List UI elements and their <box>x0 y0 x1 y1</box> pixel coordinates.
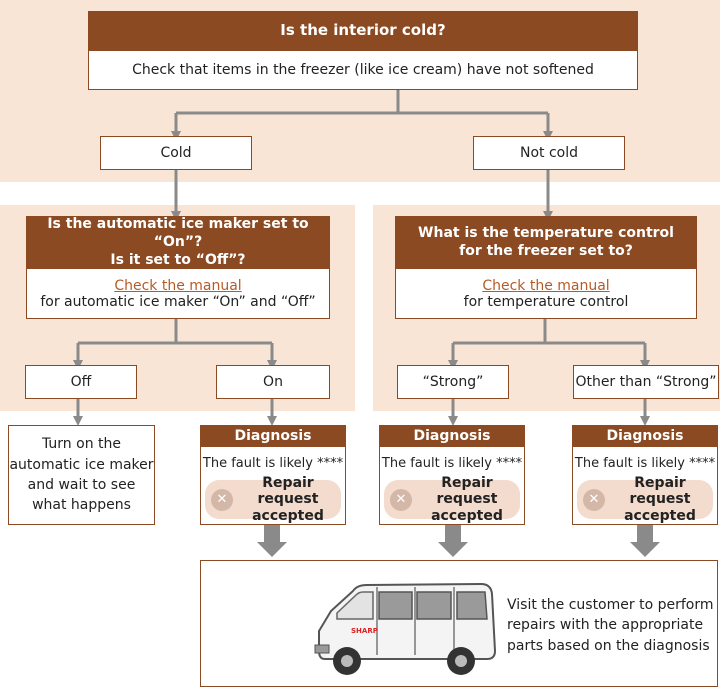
ice-maker-note: Check the manual for automatic ice maker… <box>26 268 330 319</box>
repair-line2: accepted <box>624 507 696 524</box>
diagnosis-card-strong: Diagnosis The fault is likely **** ✕ Rep… <box>379 425 525 525</box>
ice-maker-note-text: for automatic ice maker “On” and “Off” <box>40 293 316 310</box>
branch-cold: Cold <box>100 136 252 170</box>
visit-customer-text: Visit the customer to perform repairs wi… <box>507 595 717 656</box>
diagnosis-text: The fault is likely **** <box>574 456 716 471</box>
visit-line3: parts based on the diagnosis <box>507 637 710 654</box>
repair-line1: Repair request <box>436 475 498 508</box>
temperature-note-text: for temperature control <box>463 293 629 310</box>
visit-line2: repairs with the appropriate <box>507 617 704 634</box>
wrench-icon: ✕ <box>583 488 605 511</box>
turn-on-line4: what happens <box>32 497 131 514</box>
temperature-control-question: What is the temperature control for the … <box>395 216 697 268</box>
interior-cold-note-text: Check that items in the freezer (like ic… <box>132 62 594 78</box>
diagnosis-text: The fault is likely **** <box>202 456 344 471</box>
branch-not-cold: Not cold <box>473 136 625 170</box>
option-strong: “Strong” <box>397 365 509 399</box>
temperature-question-line1: What is the temperature control <box>418 224 674 241</box>
option-off: Off <box>25 365 137 399</box>
turn-on-line1: Turn on the <box>42 436 121 453</box>
diagnosis-body: The fault is likely **** ✕ Repair reques… <box>572 447 718 525</box>
temperature-question-line2: for the freezer set to? <box>459 243 633 259</box>
diagnosis-card-other: Diagnosis The fault is likely **** ✕ Rep… <box>572 425 718 525</box>
diagnosis-text: The fault is likely **** <box>381 456 523 471</box>
wrench-icon: ✕ <box>211 488 233 511</box>
branch-not-cold-label: Not cold <box>519 145 579 161</box>
ice-maker-question-line2: Is it set to “Off”? <box>110 252 246 269</box>
ice-maker-question-line1: Is the automatic ice maker set to “On”? <box>47 215 309 250</box>
option-other-label: Other than “Strong” <box>575 374 717 390</box>
option-off-label: Off <box>70 374 92 390</box>
diagnosis-title: Diagnosis <box>572 425 718 447</box>
diagnosis-body: The fault is likely **** ✕ Repair reques… <box>379 447 525 525</box>
repair-line1: Repair request <box>629 475 691 508</box>
ice-maker-question: Is the automatic ice maker set to “On”? … <box>26 216 330 268</box>
diagnosis-card-on: Diagnosis The fault is likely **** ✕ Rep… <box>200 425 346 525</box>
wrench-icon: ✕ <box>390 488 412 511</box>
branch-cold-label: Cold <box>160 145 192 161</box>
option-on: On <box>216 365 330 399</box>
visit-customer-box: SHARP Visit the customer to perform repa… <box>200 560 718 687</box>
option-on-label: On <box>263 374 283 390</box>
option-strong-label: “Strong” <box>422 374 484 390</box>
turn-on-line2: automatic ice maker <box>9 456 154 473</box>
turn-on-line3: and wait to see <box>27 477 136 493</box>
service-van-icon: SHARP <box>314 582 497 675</box>
repair-line2: accepted <box>252 507 324 524</box>
diagnosis-title: Diagnosis <box>200 425 346 447</box>
option-other-than-strong: Other than “Strong” <box>573 365 719 399</box>
diagnosis-body: The fault is likely **** ✕ Repair reques… <box>200 447 346 525</box>
diagnosis-title: Diagnosis <box>379 425 525 447</box>
repair-line1: Repair request <box>257 475 319 508</box>
temperature-manual-link[interactable]: Check the manual <box>482 277 610 294</box>
temperature-control-note: Check the manual for temperature control <box>395 268 697 319</box>
turn-on-ice-maker-box: Turn on the automatic ice maker and wait… <box>8 425 155 525</box>
interior-cold-note: Check that items in the freezer (like ic… <box>88 50 638 90</box>
interior-cold-question: Is the interior cold? <box>88 11 638 50</box>
visit-line1: Visit the customer to perform <box>507 597 714 613</box>
repair-line2: accepted <box>431 507 503 524</box>
van-logo: SHARP <box>351 627 378 635</box>
ice-maker-manual-link[interactable]: Check the manual <box>114 277 242 294</box>
